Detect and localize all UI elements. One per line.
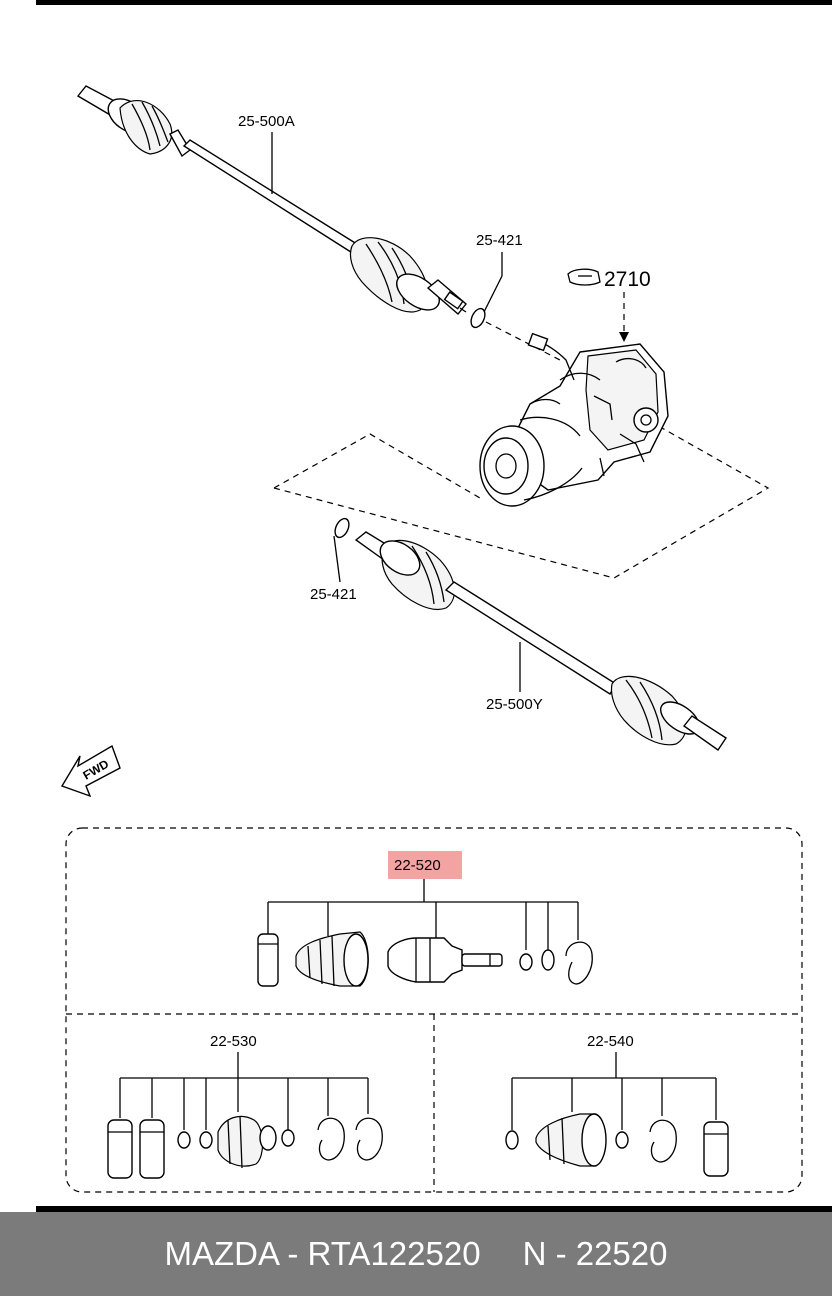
label-shaft-left: 25-500A [238,113,295,130]
label-kit-main: 22-520 [394,857,441,874]
footer-number: N - 22520 [522,1235,668,1272]
parts-diagram: 25-500A 25-421 2710 25-421 [36,0,832,1212]
footer-bar: MAZDA - RTA122520 N - 22520 [0,1212,832,1296]
label-clip-upper: 25-421 [476,232,523,249]
kit-right-parts [505,1113,729,1177]
leader-clip-lower [333,535,341,583]
label-clip-lower: 25-421 [310,586,357,603]
kit-main-parts [257,931,593,987]
footer-brand-part: MAZDA - RTA122520 [164,1235,481,1272]
label-shaft-right: 25-500Y [486,696,543,713]
dashed-guide-lower-box [273,427,770,579]
drive-shaft-left [76,85,467,316]
kit-box [65,827,803,1193]
clip-upper [470,307,486,329]
label-kit-left: 22-530 [210,1033,257,1050]
fwd-arrow-icon: FWD [60,744,121,798]
label-kit-right: 22-540 [587,1033,634,1050]
drive-shaft-right [354,531,727,751]
clip-lower [334,517,350,539]
dashed-guide-upper [485,321,561,361]
bottom-border [36,1206,832,1212]
differential-housing [479,332,669,507]
kit-main-highlight [388,851,462,879]
kit-left-parts [107,1115,383,1179]
label-reference: 2710 [604,268,651,291]
reference-pointer-icon [567,268,601,286]
top-border [36,0,832,5]
